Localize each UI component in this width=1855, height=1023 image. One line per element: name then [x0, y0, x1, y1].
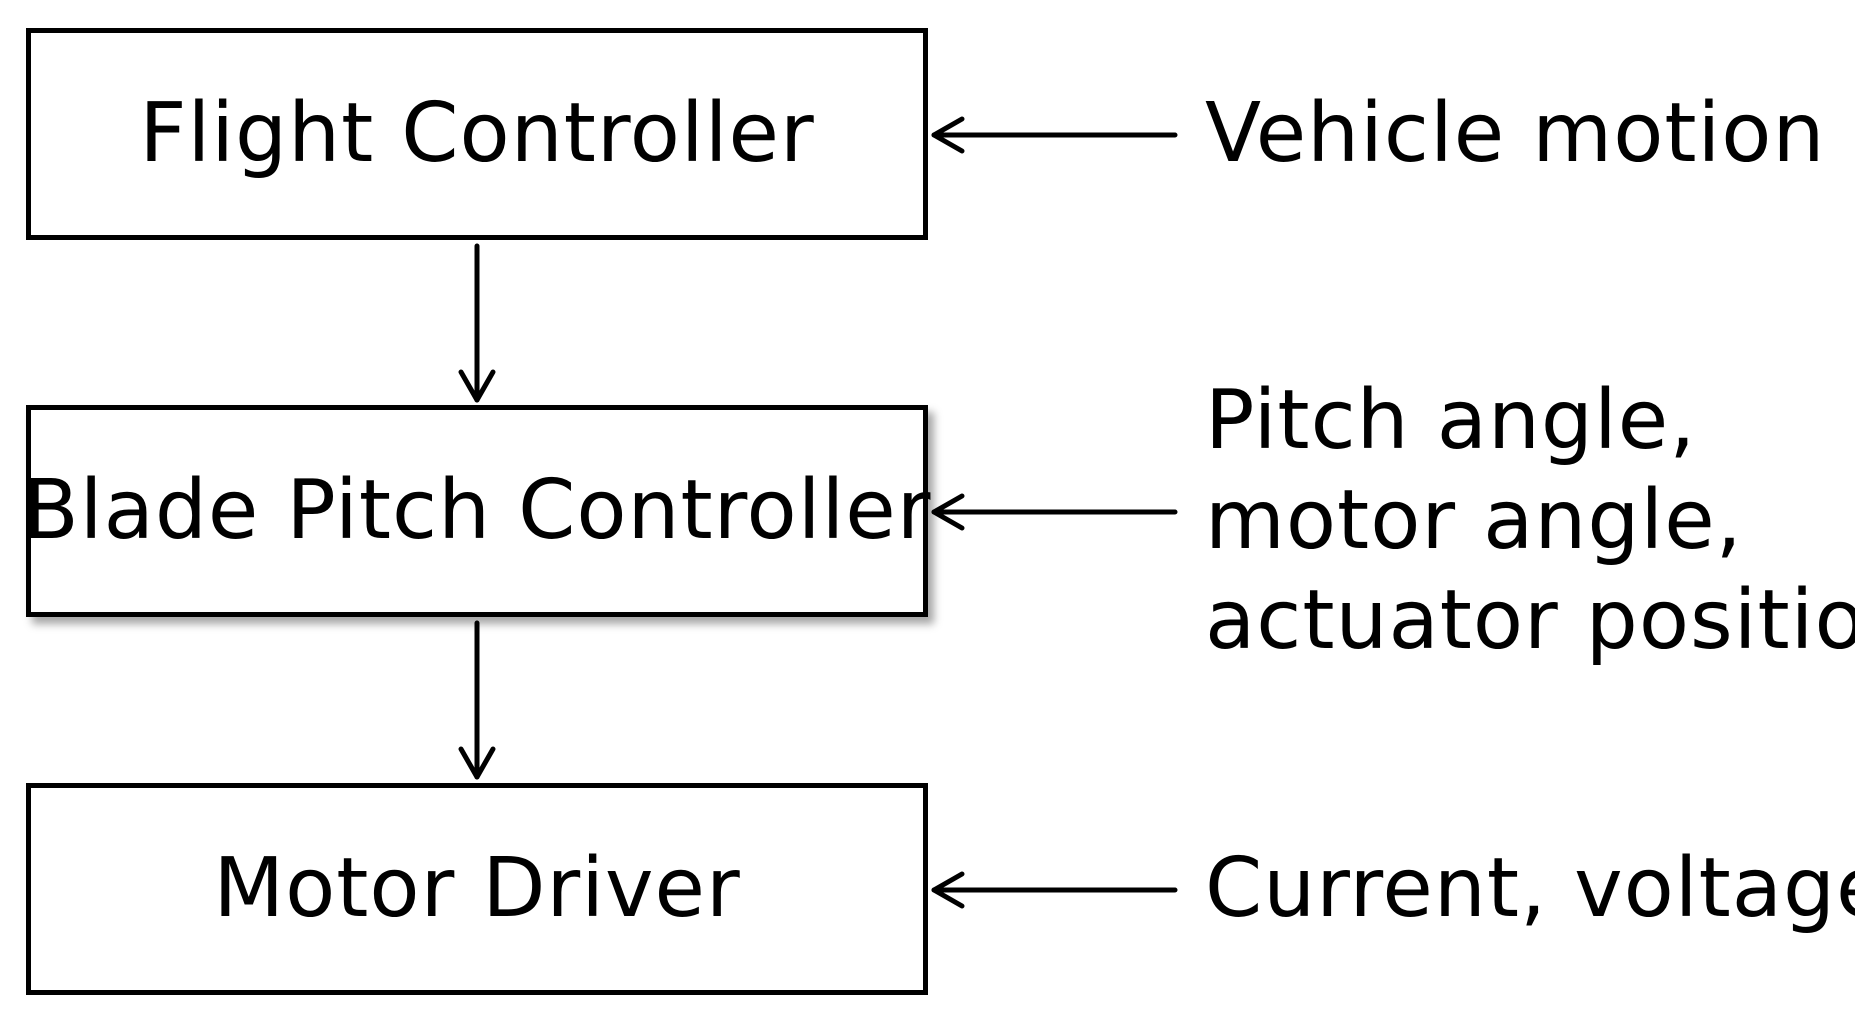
arrow-current-voltage-in — [931, 871, 1178, 909]
current-voltage-label: Current, voltage — [1205, 839, 1855, 939]
pitch-angle-label: Pitch angle, motor angle, actuator posit… — [1205, 371, 1855, 671]
arrow-vehicle-motion-in — [931, 116, 1178, 154]
motor-driver-box: Motor Driver — [26, 783, 928, 995]
blade-pitch-controller-label: Blade Pitch Controller — [22, 463, 932, 558]
arrow-blade-to-motor — [458, 620, 496, 780]
pitch-angle-line-3: actuator position — [1205, 573, 1855, 668]
vehicle-motion-label: Vehicle motion — [1205, 84, 1825, 184]
flight-controller-box: Flight Controller — [26, 28, 928, 240]
motor-driver-label: Motor Driver — [213, 841, 741, 936]
blade-pitch-controller-box: Blade Pitch Controller — [23, 405, 930, 617]
flight-controller-label: Flight Controller — [139, 86, 815, 181]
arrow-flight-to-blade — [458, 243, 496, 403]
vehicle-motion-line-1: Vehicle motion — [1205, 86, 1826, 181]
arrow-pitch-angle-in — [931, 493, 1178, 531]
current-voltage-line-1: Current, voltage — [1205, 841, 1855, 936]
pitch-angle-line-2: motor angle, — [1205, 473, 1743, 568]
pitch-angle-line-1: Pitch angle, — [1205, 373, 1697, 468]
